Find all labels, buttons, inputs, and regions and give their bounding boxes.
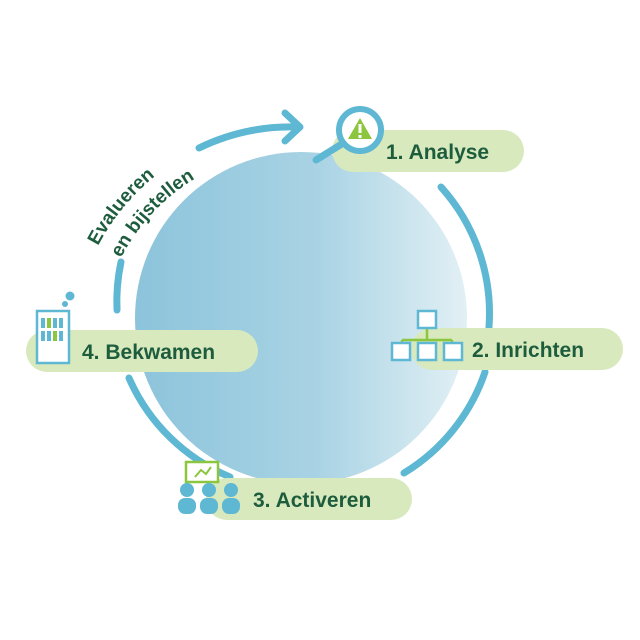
step-label: 4. Bekwamen	[82, 341, 215, 364]
magnifier-warning-icon	[312, 106, 384, 164]
step-analyse: 1. Analyse	[312, 106, 524, 172]
step-pill	[411, 328, 623, 370]
step-label: 2. Inrichten	[472, 339, 584, 362]
step-label: 1. Analyse	[386, 141, 489, 164]
building-icon	[35, 291, 75, 365]
step-activeren: 3. Activeren	[178, 460, 412, 520]
step-pill	[26, 330, 258, 372]
center-circle	[135, 152, 467, 484]
org-chart-icon	[390, 309, 464, 362]
step-pill	[206, 478, 412, 520]
arrow-head-icon	[281, 109, 304, 145]
audience-presentation-icon	[178, 460, 240, 514]
step-label: 3. Activeren	[253, 489, 371, 512]
step-bekwamen: 4. Bekwamen	[26, 291, 258, 372]
step-inrichten: 2. Inrichten	[390, 309, 623, 370]
